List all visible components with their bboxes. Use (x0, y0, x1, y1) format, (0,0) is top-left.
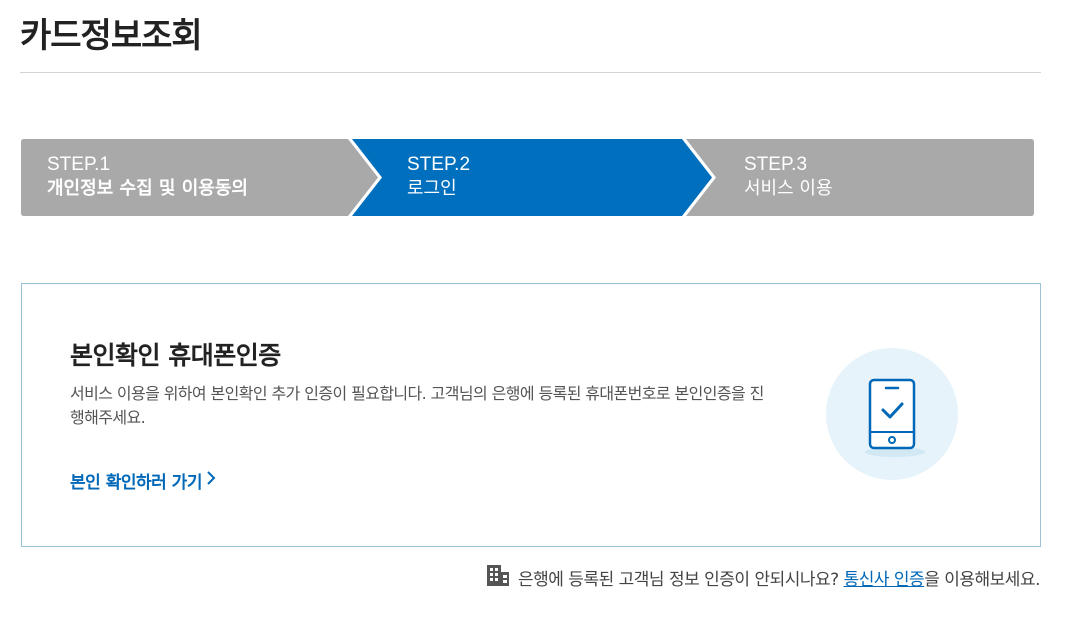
title-divider (20, 72, 1041, 73)
verify-identity-link[interactable]: 본인 확인하러 가기 (70, 468, 216, 493)
phone-check-icon (825, 348, 959, 484)
carrier-auth-link[interactable]: 통신사 인증 (843, 570, 925, 590)
carrier-note-text: 은행에 등록된 고객님 정보 인증이 안되시나요? (517, 570, 839, 590)
step-2: STEP.2 로그인 (407, 153, 470, 201)
step-1-label: 개인정보 수집 및 이용동의 (47, 178, 248, 199)
card-title: 본인확인 휴대폰인증 (70, 341, 281, 370)
step-3-label: 서비스 이용 (744, 178, 833, 199)
carrier-note-suffix: 을 이용해보세요. (924, 570, 1040, 590)
building-icon (486, 563, 518, 592)
step-3: STEP.3 서비스 이용 (744, 153, 833, 201)
step-progress: STEP.1 개인정보 수집 및 이용동의 STEP.2 로그인 STEP.3 … (21, 139, 1034, 216)
step-2-number: STEP.2 (407, 154, 471, 175)
phone-verification-card: 본인확인 휴대폰인증 서비스 이용을 위하여 본인확인 추가 인증이 필요합니다… (21, 283, 1041, 547)
chevron-right-icon (206, 470, 216, 491)
card-description: 서비스 이용을 위하여 본인확인 추가 인증이 필요합니다. 고객님의 은행에 … (70, 384, 764, 427)
verify-identity-link-label: 본인 확인하러 가기 (70, 473, 202, 493)
stepper-shapes (21, 139, 1034, 216)
step-1-number: STEP.1 (47, 154, 111, 175)
step-1: STEP.1 개인정보 수집 및 이용동의 (47, 153, 248, 201)
step-2-shape (352, 139, 712, 216)
step-2-label: 로그인 (407, 178, 457, 199)
step-1-shape (21, 139, 378, 216)
page-title: 카드정보조회 (20, 16, 203, 56)
step-3-number: STEP.3 (744, 154, 808, 175)
step-3-shape (686, 139, 1034, 216)
